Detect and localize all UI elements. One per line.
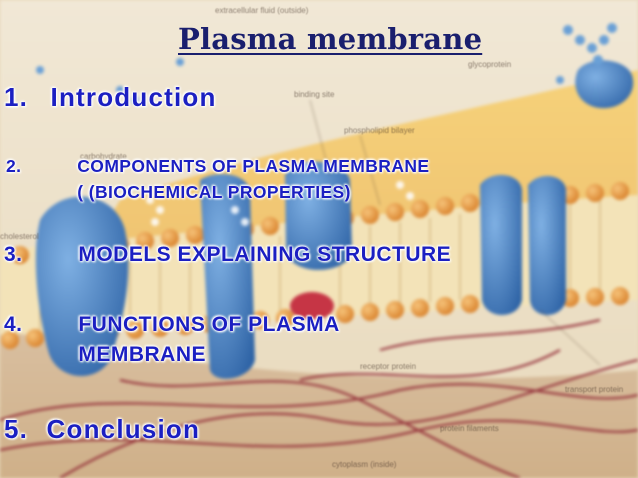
- glycoprotein: [575, 60, 634, 109]
- receptor-protein: [200, 174, 255, 379]
- protein-filaments: [0, 318, 638, 478]
- item-text-line-1: COMPONENTS OF PLASMA MEMBRANE: [77, 156, 430, 176]
- slide-title: Plasma membrane: [178, 22, 483, 56]
- label-cytoplasm: cytoplasm (inside): [332, 460, 397, 469]
- cholesterol-molecules: [146, 181, 414, 226]
- outline-item-components: 2. COMPONENTS OF PLASMA MEMBRANE ( (BIOC…: [6, 156, 429, 203]
- item-text: MODELS EXPLAINING STRUCTURE: [78, 243, 452, 266]
- item-number: 1.: [4, 82, 29, 112]
- item-text-line-1: FUNCTIONS OF PLASMA: [78, 313, 340, 336]
- outline-item-introduction: 1. Introduction: [4, 82, 217, 113]
- carbohydrate-chains: [36, 23, 617, 104]
- label-binding-site: binding site: [294, 90, 335, 99]
- outline-item-models: 3. MODELS EXPLAINING STRUCTURE: [4, 243, 451, 267]
- item-text-line-2: MEMBRANE: [78, 343, 207, 366]
- leader-lines: [309, 99, 601, 366]
- peripheral-protein: [290, 292, 334, 320]
- label-receptor: receptor protein: [360, 362, 417, 371]
- item-number: 4.: [4, 313, 23, 336]
- transport-protein-left: [480, 174, 522, 315]
- central-protein: [285, 161, 352, 270]
- item-text: Introduction: [50, 82, 217, 112]
- item-text-line-2: ( (BIOCHEMICAL PROPERTIES): [77, 182, 351, 202]
- outline-item-conclusion: 5. Conclusion: [4, 414, 200, 445]
- label-cholesterol: cholesterol: [0, 232, 39, 241]
- label-glycoprotein: glycoprotein: [468, 60, 512, 69]
- item-text: Conclusion: [46, 414, 201, 444]
- item-number: 3.: [4, 243, 23, 266]
- label-transport: transport protein: [565, 385, 624, 394]
- left-membrane-protein: [35, 196, 129, 377]
- label-filaments: protein filaments: [440, 424, 499, 433]
- item-number: 5.: [4, 414, 29, 444]
- outline-item-functions: 4. FUNCTIONS OF PLASMA MEMBRANE: [4, 313, 340, 367]
- transport-protein-right: [528, 175, 566, 315]
- label-phospholipid: phospholipid bilayer: [344, 126, 415, 135]
- item-number: 2.: [6, 156, 22, 176]
- label-carbohydrate: carbohydrate: [80, 152, 127, 161]
- label-extracellular: extracellular fluid (outside): [215, 6, 309, 15]
